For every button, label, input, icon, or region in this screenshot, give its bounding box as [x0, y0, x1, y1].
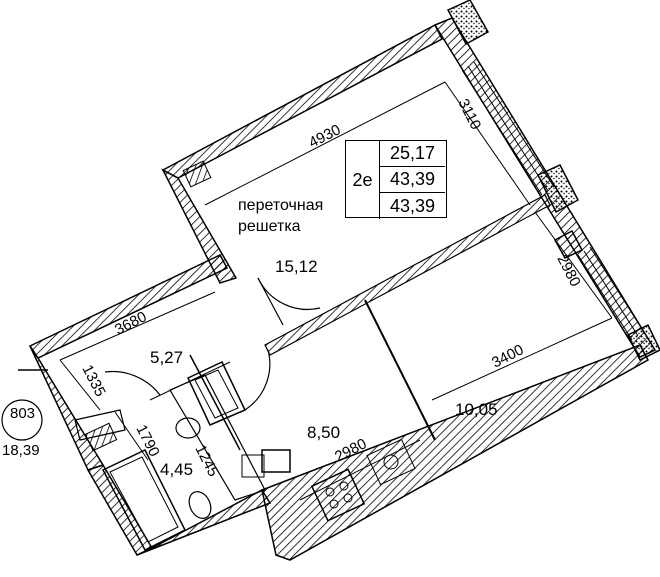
area-summary-table: 2е 25,17 43,39 43,39 [345, 140, 447, 219]
fixtures [84, 160, 416, 551]
area-room: 10,05 [455, 400, 498, 419]
grille-label: переточная решетка [238, 195, 323, 237]
area-bathroom: 4,45 [160, 460, 193, 479]
area-hall: 5,27 [150, 348, 183, 367]
area-total-value-2: 43,39 [389, 195, 436, 216]
area-kitchen-living: 15,12 [275, 257, 318, 276]
balcony [1, 369, 48, 441]
dimension-lines [59, 81, 613, 501]
toilet [188, 491, 212, 519]
dim-4930: 4930 [306, 121, 343, 151]
dim-3110: 3110 [454, 96, 484, 132]
dim-1245: 1245 [191, 442, 221, 479]
area-total-value: 43,39 [380, 167, 445, 193]
stove [310, 468, 366, 522]
grille-label-line2: решетка [238, 218, 301, 235]
washbasin [175, 417, 201, 439]
windows [446, 0, 660, 362]
area-balcony: 18,39 [2, 442, 40, 459]
dim-3400: 3400 [489, 341, 526, 371]
bathtub [101, 449, 187, 551]
area-corridor: 8,50 [307, 423, 340, 442]
apartment-type: 2е [346, 141, 380, 219]
wardrobe [187, 361, 247, 426]
dim-803: 803 [10, 405, 35, 422]
kitchen-sink [261, 449, 291, 473]
doors [104, 277, 321, 411]
grille-label-line1: переточная [238, 197, 324, 214]
vent [366, 438, 416, 486]
area-living-value: 25,17 [380, 141, 445, 167]
dim-1335: 1335 [78, 362, 108, 399]
